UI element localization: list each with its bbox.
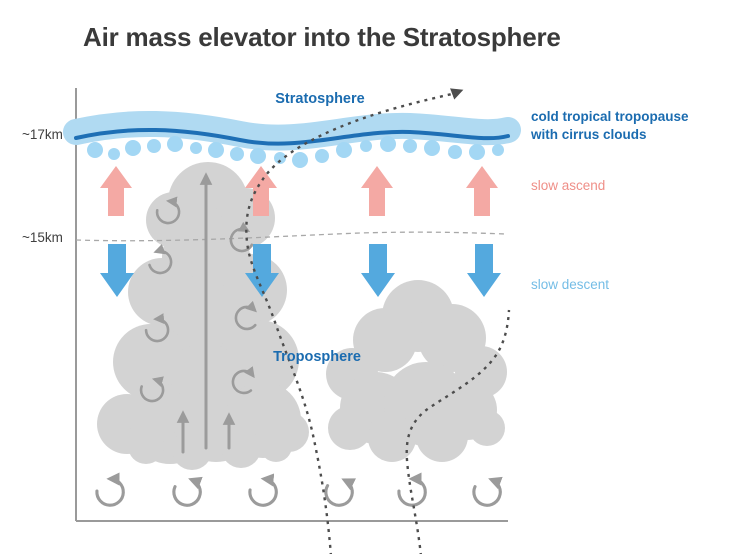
tropopause-ribbon <box>63 110 521 151</box>
cumulus-cloud <box>326 280 507 462</box>
descend-arrow <box>100 244 134 297</box>
ascend-arrow <box>245 166 277 216</box>
cirrus-clouds <box>87 136 504 168</box>
trajectory-through-tower <box>245 88 464 554</box>
legend-tropopause-line2: with cirrus clouds <box>530 127 647 142</box>
legend: cold tropical tropopause with cirrus clo… <box>530 109 689 292</box>
ascend-arrow <box>361 166 393 216</box>
plot-axes <box>75 88 508 522</box>
convective-tower-cloud <box>97 162 309 470</box>
air-mass-trajectories <box>245 88 511 554</box>
legend-slow-descent: slow descent <box>531 277 609 292</box>
legend-tropopause-line1: cold tropical tropopause <box>531 109 689 124</box>
descend-arrow <box>467 244 501 297</box>
convection-updraft-arrows <box>176 172 236 454</box>
altitude-label-15km: ~15km <box>22 230 63 245</box>
slow-descent-arrows <box>100 244 501 297</box>
ascend-arrow <box>100 166 132 216</box>
altitude-label-17km: ~17km <box>22 127 63 142</box>
descend-arrow <box>361 244 395 297</box>
trajectory-around-cloud <box>405 309 511 554</box>
tropopause-line <box>74 127 510 146</box>
tropopause-band <box>63 110 521 151</box>
stratosphere-label: Stratosphere <box>275 91 364 107</box>
eddy-arrow <box>469 474 506 511</box>
surface-eddies <box>94 474 506 511</box>
eddy-arrow <box>246 475 281 510</box>
page-title: Air mass elevator into the Stratosphere <box>83 22 561 52</box>
descend-arrow <box>245 244 279 297</box>
slow-ascend-arrows <box>100 166 498 216</box>
descent-level-dashed-line <box>75 231 507 242</box>
legend-slow-ascend: slow ascend <box>531 178 605 193</box>
eddy-arrow <box>94 475 127 509</box>
eddy-arrow <box>169 474 206 511</box>
troposphere-label: Troposphere <box>273 349 361 365</box>
ascend-arrow <box>466 166 498 216</box>
